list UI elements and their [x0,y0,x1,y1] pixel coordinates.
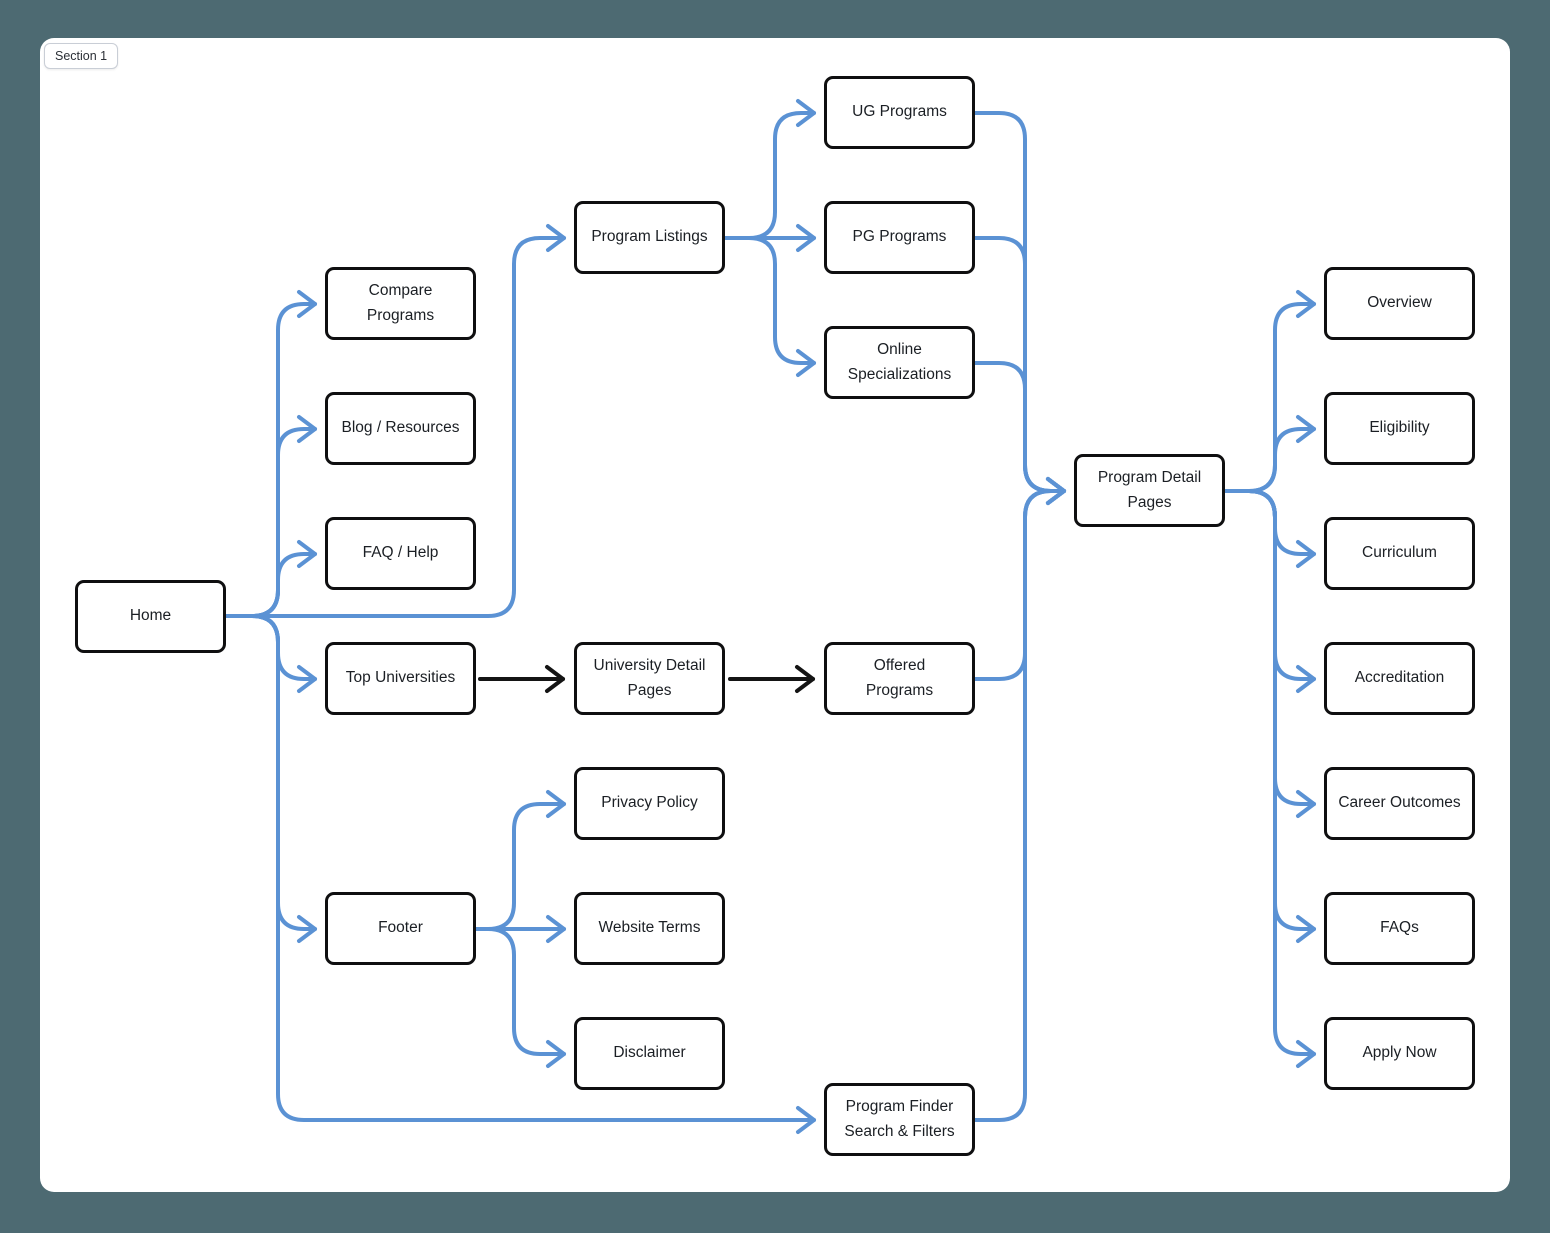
node-curriculum-label: Curriculum [1362,544,1437,562]
section-tab[interactable]: Section 1 [44,43,119,69]
node-faqs[interactable]: FAQs [1324,892,1475,965]
edge-program-detail-pages-apply-now [1223,489,1316,1068]
edge-home-faq-help [224,540,317,618]
node-faqs-label: FAQs [1380,919,1419,937]
edge-program-listings-online-specializations [724,236,816,377]
node-program-finder-label: Program Finder Search & Filters [844,1098,955,1140]
edge-program-detail-pages-overview [1223,290,1316,493]
node-ug-programs-label: UG Programs [852,103,947,121]
node-offered-programs[interactable]: Offered Programs [824,642,975,715]
node-faq-help-label: FAQ / Help [362,544,439,562]
node-blog-resources-label: Blog / Resources [341,419,460,437]
node-home-label: Home [129,607,172,625]
edge-home-compare-programs [224,290,317,618]
node-university-detail-pages-label: University Detail Pages [593,657,706,699]
node-privacy-policy[interactable]: Privacy Policy [574,767,725,840]
node-online-specializations-label: Online Specializations [847,341,952,383]
node-ug-programs[interactable]: UG Programs [824,76,975,149]
edge-home-blog-resources [224,415,317,618]
node-home[interactable]: Home [75,580,226,653]
node-program-detail-pages[interactable]: Program Detail Pages [1074,454,1225,527]
edge-home-program-listings [224,224,566,618]
node-career-outcomes-label: Career Outcomes [1338,794,1461,812]
node-top-universities-label: Top Universities [345,669,456,687]
node-overview[interactable]: Overview [1324,267,1475,340]
node-online-specializations[interactable]: Online Specializations [824,326,975,399]
node-compare-programs[interactable]: Compare Programs [325,267,476,340]
node-program-finder[interactable]: Program Finder Search & Filters [824,1083,975,1156]
node-disclaimer[interactable]: Disclaimer [574,1017,725,1090]
node-offered-programs-label: Offered Programs [865,657,934,699]
node-privacy-policy-label: Privacy Policy [601,794,698,812]
edge-program-finder-program-detail-pages [973,477,1066,1122]
node-university-detail-pages[interactable]: University Detail Pages [574,642,725,715]
node-accreditation[interactable]: Accreditation [1324,642,1475,715]
node-pg-programs[interactable]: PG Programs [824,201,975,274]
node-footer-label: Footer [378,919,423,937]
edge-ug-programs-program-detail-pages [973,111,1066,505]
edge-program-detail-pages-accreditation [1223,489,1316,693]
node-website-terms[interactable]: Website Terms [574,892,725,965]
node-disclaimer-label: Disclaimer [613,1044,686,1062]
edge-offered-programs-program-detail-pages [973,477,1066,681]
edge-program-detail-pages-faqs [1223,489,1316,943]
edge-home-program-finder [224,614,816,1134]
edge-program-detail-pages-eligibility [1223,415,1316,493]
node-career-outcomes[interactable]: Career Outcomes [1324,767,1475,840]
node-compare-programs-label: Compare Programs [366,282,435,324]
edge-program-listings-ug-programs [724,99,816,240]
node-overview-label: Overview [1367,294,1432,312]
node-apply-now-label: Apply Now [1362,1044,1437,1062]
node-curriculum[interactable]: Curriculum [1324,517,1475,590]
node-program-detail-pages-label: Program Detail Pages [1097,469,1202,511]
node-pg-programs-label: PG Programs [852,228,947,246]
edge-home-footer [224,614,317,943]
node-program-listings-label: Program Listings [591,228,708,246]
node-footer[interactable]: Footer [325,892,476,965]
node-website-terms-label: Website Terms [598,919,701,937]
node-faq-help[interactable]: FAQ / Help [325,517,476,590]
node-accreditation-label: Accreditation [1354,669,1445,687]
node-program-listings[interactable]: Program Listings [574,201,725,274]
node-eligibility-label: Eligibility [1369,419,1430,437]
edge-footer-privacy-policy [473,790,566,931]
node-apply-now[interactable]: Apply Now [1324,1017,1475,1090]
edge-home-top-universities [224,614,317,693]
node-blog-resources[interactable]: Blog / Resources [325,392,476,465]
node-eligibility[interactable]: Eligibility [1324,392,1475,465]
node-top-universities[interactable]: Top Universities [325,642,476,715]
edge-program-detail-pages-career-outcomes [1223,489,1316,818]
edge-footer-disclaimer [473,927,566,1068]
edge-online-specializations-program-detail-pages [973,361,1066,505]
